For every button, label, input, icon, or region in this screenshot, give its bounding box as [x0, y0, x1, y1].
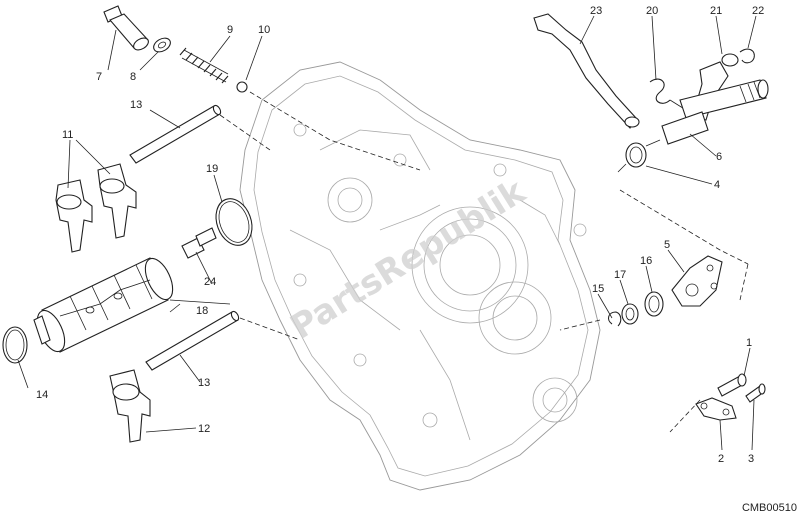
part-21-washer — [721, 53, 739, 67]
part-9-spring — [179, 47, 229, 84]
callout-4: 4 — [714, 179, 720, 191]
part-4-return-spring — [617, 139, 661, 173]
part-2-bracket — [695, 397, 737, 421]
part-19-oring — [215, 198, 253, 246]
part-17-washer — [621, 303, 639, 325]
callout-24: 24 — [204, 276, 216, 288]
callout-13-upper: 13 — [130, 99, 142, 111]
part-15-circlip — [607, 311, 622, 327]
callout-19: 19 — [206, 163, 218, 175]
part-7-bolt — [103, 5, 149, 51]
callout-13-lower: 13 — [198, 377, 210, 389]
shift-drum — [33, 257, 174, 353]
leader-lines — [17, 15, 757, 451]
callout-6: 6 — [716, 151, 722, 163]
callout-2: 2 — [718, 453, 724, 465]
part-11-shift-forks — [55, 163, 137, 253]
part-24-pin — [181, 227, 217, 259]
callout-16: 16 — [640, 255, 652, 267]
callout-18: 18 — [196, 305, 208, 317]
part-22-circlip — [739, 48, 755, 64]
callout-5: 5 — [664, 239, 670, 251]
callout-17: 17 — [614, 269, 626, 281]
callout-21: 21 — [710, 5, 722, 17]
callout-9: 9 — [227, 24, 233, 36]
callout-23: 23 — [590, 5, 602, 17]
part-23-shift-lever — [533, 13, 640, 129]
part-20-spring — [649, 78, 687, 111]
callout-12: 12 — [198, 423, 210, 435]
callout-7: 7 — [96, 71, 102, 83]
callout-3: 3 — [748, 453, 754, 465]
part-12-shift-fork — [109, 369, 151, 443]
assembly-dashed-lines — [219, 91, 749, 433]
part-10-ball — [236, 81, 248, 93]
part-13-rod-upper — [129, 104, 222, 164]
callout-1: 1 — [746, 337, 752, 349]
part-8-washer — [153, 37, 171, 53]
part-16-seal — [644, 291, 664, 317]
callout-22: 22 — [752, 5, 764, 17]
part-3-bolt — [745, 383, 766, 403]
callout-20: 20 — [646, 5, 658, 17]
callout-14: 14 — [36, 389, 48, 401]
callout-11: 11 — [62, 129, 73, 141]
callout-8: 8 — [130, 71, 136, 83]
diagram-code: CMB00510 — [742, 502, 797, 514]
part-14-oring — [2, 326, 28, 364]
callout-labels: 7 8 9 10 13 11 19 24 18 13 14 12 23 20 2… — [36, 5, 764, 465]
part-13-rod-lower — [145, 310, 240, 371]
part-6-selector-shaft — [661, 61, 769, 145]
callout-10: 10 — [258, 24, 270, 36]
crankcase-half — [239, 61, 601, 491]
callout-15: 15 — [592, 283, 604, 295]
part-1-screw — [717, 373, 747, 397]
part-5-plate — [671, 255, 723, 307]
